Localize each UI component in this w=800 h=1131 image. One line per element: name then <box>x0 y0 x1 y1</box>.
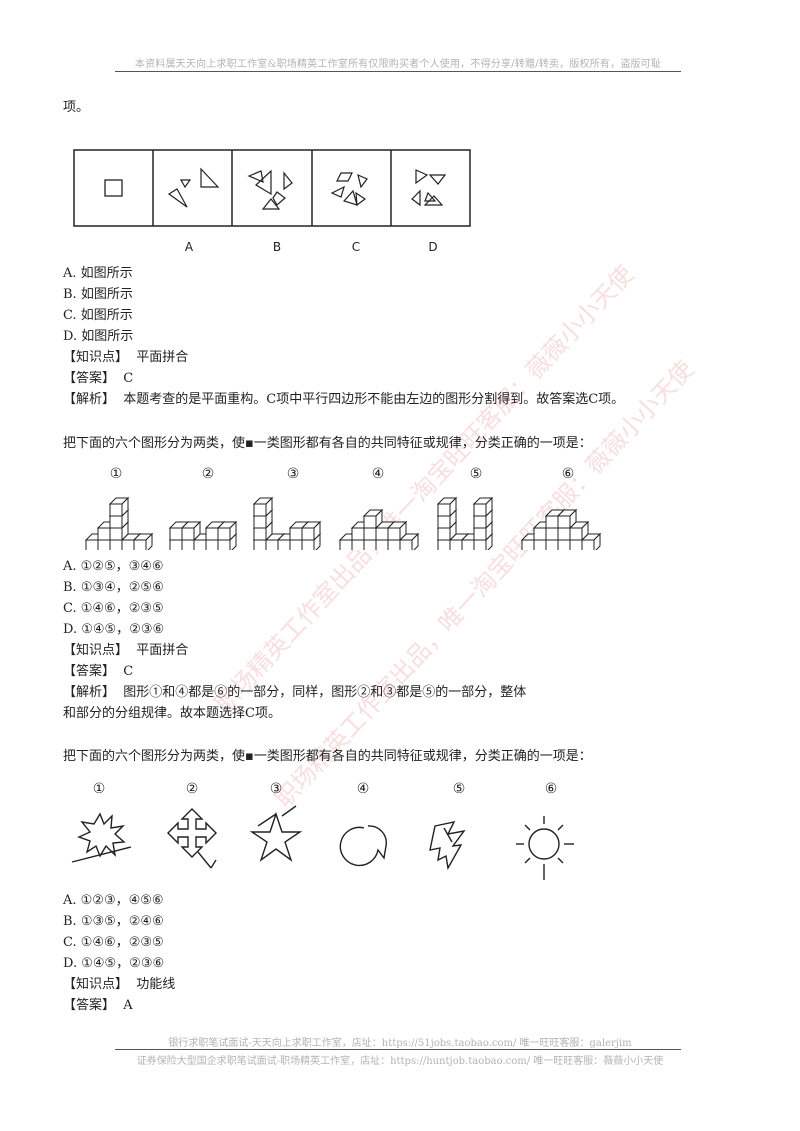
q1-knowledge-row: 【知识点】 平面拼合 <box>63 349 188 367</box>
option-c-pieces <box>330 172 368 207</box>
q2-option-b: B. ①③④，②⑤⑥ <box>63 580 164 595</box>
q3-knowledge-row: 【知识点】 功能线 <box>63 976 175 994</box>
star-line-2 <box>281 805 297 817</box>
four-arrow-shape <box>167 808 217 858</box>
cube <box>108 496 130 518</box>
knowledge-tag: 【知识点】 <box>63 350 129 365</box>
option-a-pieces <box>167 167 220 208</box>
q3-fig-num-4: ④ <box>357 781 370 797</box>
watermark-text-2: 职场精英工作室出品，唯一淘宝旺旺客服：薇薇小小天使 <box>269 355 700 814</box>
ground-line <box>71 846 132 863</box>
q1-figure: A B C D <box>73 149 471 254</box>
option-d-pieces <box>411 169 447 207</box>
q3-option-a: A. ①②③，④⑤⑥ <box>63 893 164 908</box>
option-b-pieces <box>247 169 293 210</box>
star-line <box>257 813 277 827</box>
q3-option-b: B. ①③⑤，②④⑥ <box>63 914 164 929</box>
knowledge-value: 平面拼合 <box>136 643 189 658</box>
q1-analysis-row: 【解析】 本题考查的是平面重构。C项中平行四边形不能由左边的图形分割得到。故答案… <box>63 391 624 409</box>
cube <box>398 532 420 550</box>
cube <box>362 508 384 530</box>
q2-figure: ① ② ③ ④ ⑤ ⑥ <box>84 466 602 550</box>
q2-fig-num-6: ⑥ <box>562 466 575 482</box>
knowledge-value: 平面拼合 <box>136 350 189 365</box>
answer-value: C <box>123 371 134 386</box>
q3-figure: ① ② ③ ④ ⑤ ⑥ <box>71 781 574 880</box>
circle-tail-shape <box>339 825 387 867</box>
q3-fig-num-1: ① <box>93 781 106 797</box>
q3-option-c: C. ①④⑥，②③⑤ <box>63 935 164 950</box>
fig-label-c: C <box>352 240 360 254</box>
q2-knowledge-row: 【知识点】 平面拼合 <box>63 642 188 660</box>
cube <box>386 520 408 542</box>
q1-tail-text: 项。 <box>63 100 90 115</box>
fig-label-d: D <box>428 240 437 254</box>
cube <box>556 508 578 530</box>
knowledge-value: 功能线 <box>136 977 176 992</box>
q3-option-d: D. ①④⑤，②③⑥ <box>63 956 165 971</box>
q1-option-c: C. 如图所示 <box>63 308 133 323</box>
sun-shape <box>528 828 560 860</box>
q2-analysis-row: 【解析】 图形①和④都是⑥的一部分，同样，图形②和③都是⑤的一部分，整体 <box>63 684 526 702</box>
answer-tag: 【答案】 <box>63 998 116 1013</box>
arrow-tail-line-2 <box>210 859 217 869</box>
q2-question-text: 把下面的六个图形分为两类，使▪一类图形都有各自的共同特征或规律，分类正确的一项是… <box>63 436 592 451</box>
answer-tag: 【答案】 <box>63 664 116 679</box>
analysis-tag: 【解析】 <box>63 685 116 700</box>
q2-fig-num-5: ⑤ <box>470 466 483 482</box>
lightning-shape <box>429 821 466 871</box>
arrow-tail-line <box>197 851 212 869</box>
q3-question-text: 把下面的六个图形分为两类，使▪一类图形都有各自的共同特征或规律，分类正确的一项是… <box>63 749 592 764</box>
q2-option-c: C. ①④⑥，②③⑤ <box>63 601 164 616</box>
q1-option-b: B. 如图所示 <box>63 287 133 302</box>
q1-option-d: D. 如图所示 <box>63 329 134 344</box>
cube <box>180 520 202 542</box>
page-header-notice: 本资料属天天向上求职工作室&职场精英工作室所有仅限购买者个人使用，不得分享/转赠… <box>134 59 662 70</box>
analysis-text: 图形①和④都是⑥的一部分，同样，图形②和③都是⑤的一部分，整体 <box>123 685 527 700</box>
cube <box>300 520 322 542</box>
cube <box>472 496 494 518</box>
analysis-text: 本题考查的是平面重构。C项中平行四边形不能由左边的图形分割得到。故答案选C项。 <box>123 392 625 407</box>
q3-answer-row: 【答案】 A <box>63 997 133 1015</box>
q2-analysis-continued: 和部分的分组规律。故本题选择C项。 <box>63 706 281 721</box>
fig-label-a: A <box>185 240 194 254</box>
q2-option-a: A. ①②⑤，③④⑥ <box>63 559 164 574</box>
q1-answer-row: 【答案】 C <box>63 370 133 388</box>
cube <box>252 496 274 518</box>
analysis-tag: 【解析】 <box>63 392 116 407</box>
knowledge-tag: 【知识点】 <box>63 643 129 658</box>
cube-stacks <box>84 496 602 550</box>
answer-value: A <box>123 998 133 1013</box>
fig-label-b: B <box>273 240 281 254</box>
star-shape <box>249 811 303 862</box>
footer-shop-line-1: 银行求职笔试面试-天天向上求职工作室，店址：https://51jobs.tao… <box>168 1038 632 1049</box>
knowledge-tag: 【知识点】 <box>63 977 129 992</box>
q2-fig-num-3: ③ <box>287 466 300 482</box>
footer-shop-line-2: 证券保险大型国企求职笔试面试-职场精英工作室，店址：https://huntjo… <box>136 1056 664 1067</box>
cube <box>216 520 238 542</box>
q1-option-a: A. 如图所示 <box>63 266 133 281</box>
q3-fig-num-6: ⑥ <box>545 781 558 797</box>
q2-answer-row: 【答案】 C <box>63 663 133 681</box>
burst-shape <box>77 812 126 858</box>
q3-fig-num-2: ② <box>186 781 199 797</box>
q2-fig-num-2: ② <box>202 466 215 482</box>
cube <box>132 532 154 550</box>
answer-tag: 【答案】 <box>63 371 116 386</box>
q3-fig-num-5: ⑤ <box>453 781 466 797</box>
lightning-line <box>443 827 453 843</box>
square-shape <box>104 179 123 197</box>
header-divider <box>115 71 681 72</box>
q3-fig-num-3: ③ <box>270 781 283 797</box>
cube <box>436 496 458 518</box>
answer-value: C <box>123 664 134 679</box>
q2-fig-num-4: ④ <box>372 466 385 482</box>
q2-option-d: D. ①④⑤，②③⑥ <box>63 622 165 637</box>
q2-fig-num-1: ① <box>110 466 123 482</box>
footer-divider <box>115 1049 681 1050</box>
cube <box>580 532 602 550</box>
